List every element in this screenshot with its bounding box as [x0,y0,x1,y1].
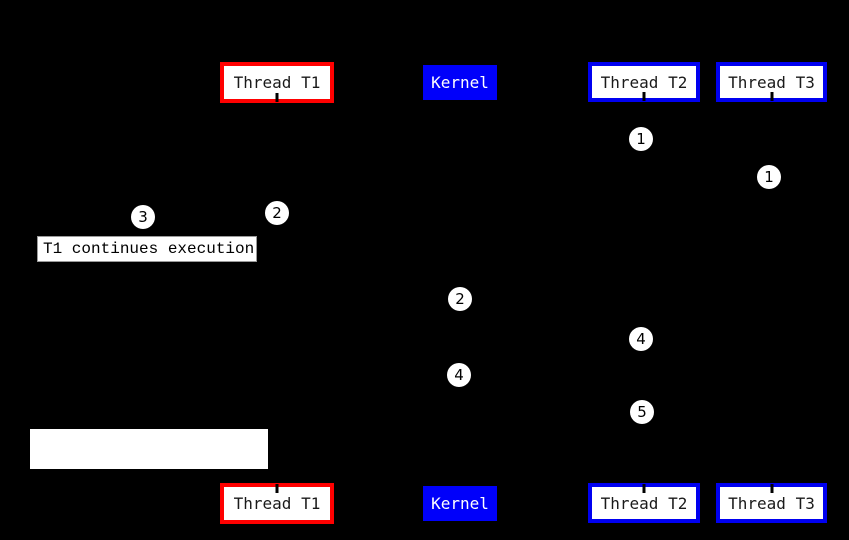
lifeline-stub [770,92,773,101]
step-marker-1b: 1 [757,165,781,189]
lifeline-stub [642,92,646,101]
actor-kernel-bottom: Kernel [423,486,497,521]
actor-label: Thread T1 [233,494,321,513]
actor-label: Thread T1 [233,73,321,92]
lifeline-stub [275,93,279,102]
step-marker-1a: 1 [629,127,653,151]
step-marker-4b: 4 [447,363,471,387]
actor-thread-t1-top: Thread T1 [220,62,334,103]
step-marker-3: 3 [131,205,155,229]
step-marker-5: 5 [630,400,654,424]
lifeline-stub [642,484,646,493]
actor-thread-t3-bottom: Thread T3 [716,483,827,523]
step-marker-2b: 2 [448,287,472,311]
lifeline-stub [275,484,279,493]
actor-thread-t1-bottom: Thread T1 [220,483,334,524]
actor-kernel-top: Kernel [423,65,497,100]
actor-label: Kernel [431,73,489,92]
actor-thread-t2-bottom: Thread T2 [588,483,700,523]
actor-thread-t3-top: Thread T3 [716,62,827,102]
blank-note-box [30,429,268,469]
step-marker-4a: 4 [629,327,653,351]
actor-label: Thread T3 [728,493,815,513]
actor-label: Thread T3 [728,72,815,92]
note-t1-continues-execution: T1 continues execution [37,236,257,262]
actor-thread-t2-top: Thread T2 [588,62,700,102]
lifeline-stub [770,484,773,493]
actor-label: Kernel [431,494,489,513]
actor-label: Thread T2 [600,72,688,92]
actor-label: Thread T2 [600,493,688,513]
step-marker-2a: 2 [265,201,289,225]
